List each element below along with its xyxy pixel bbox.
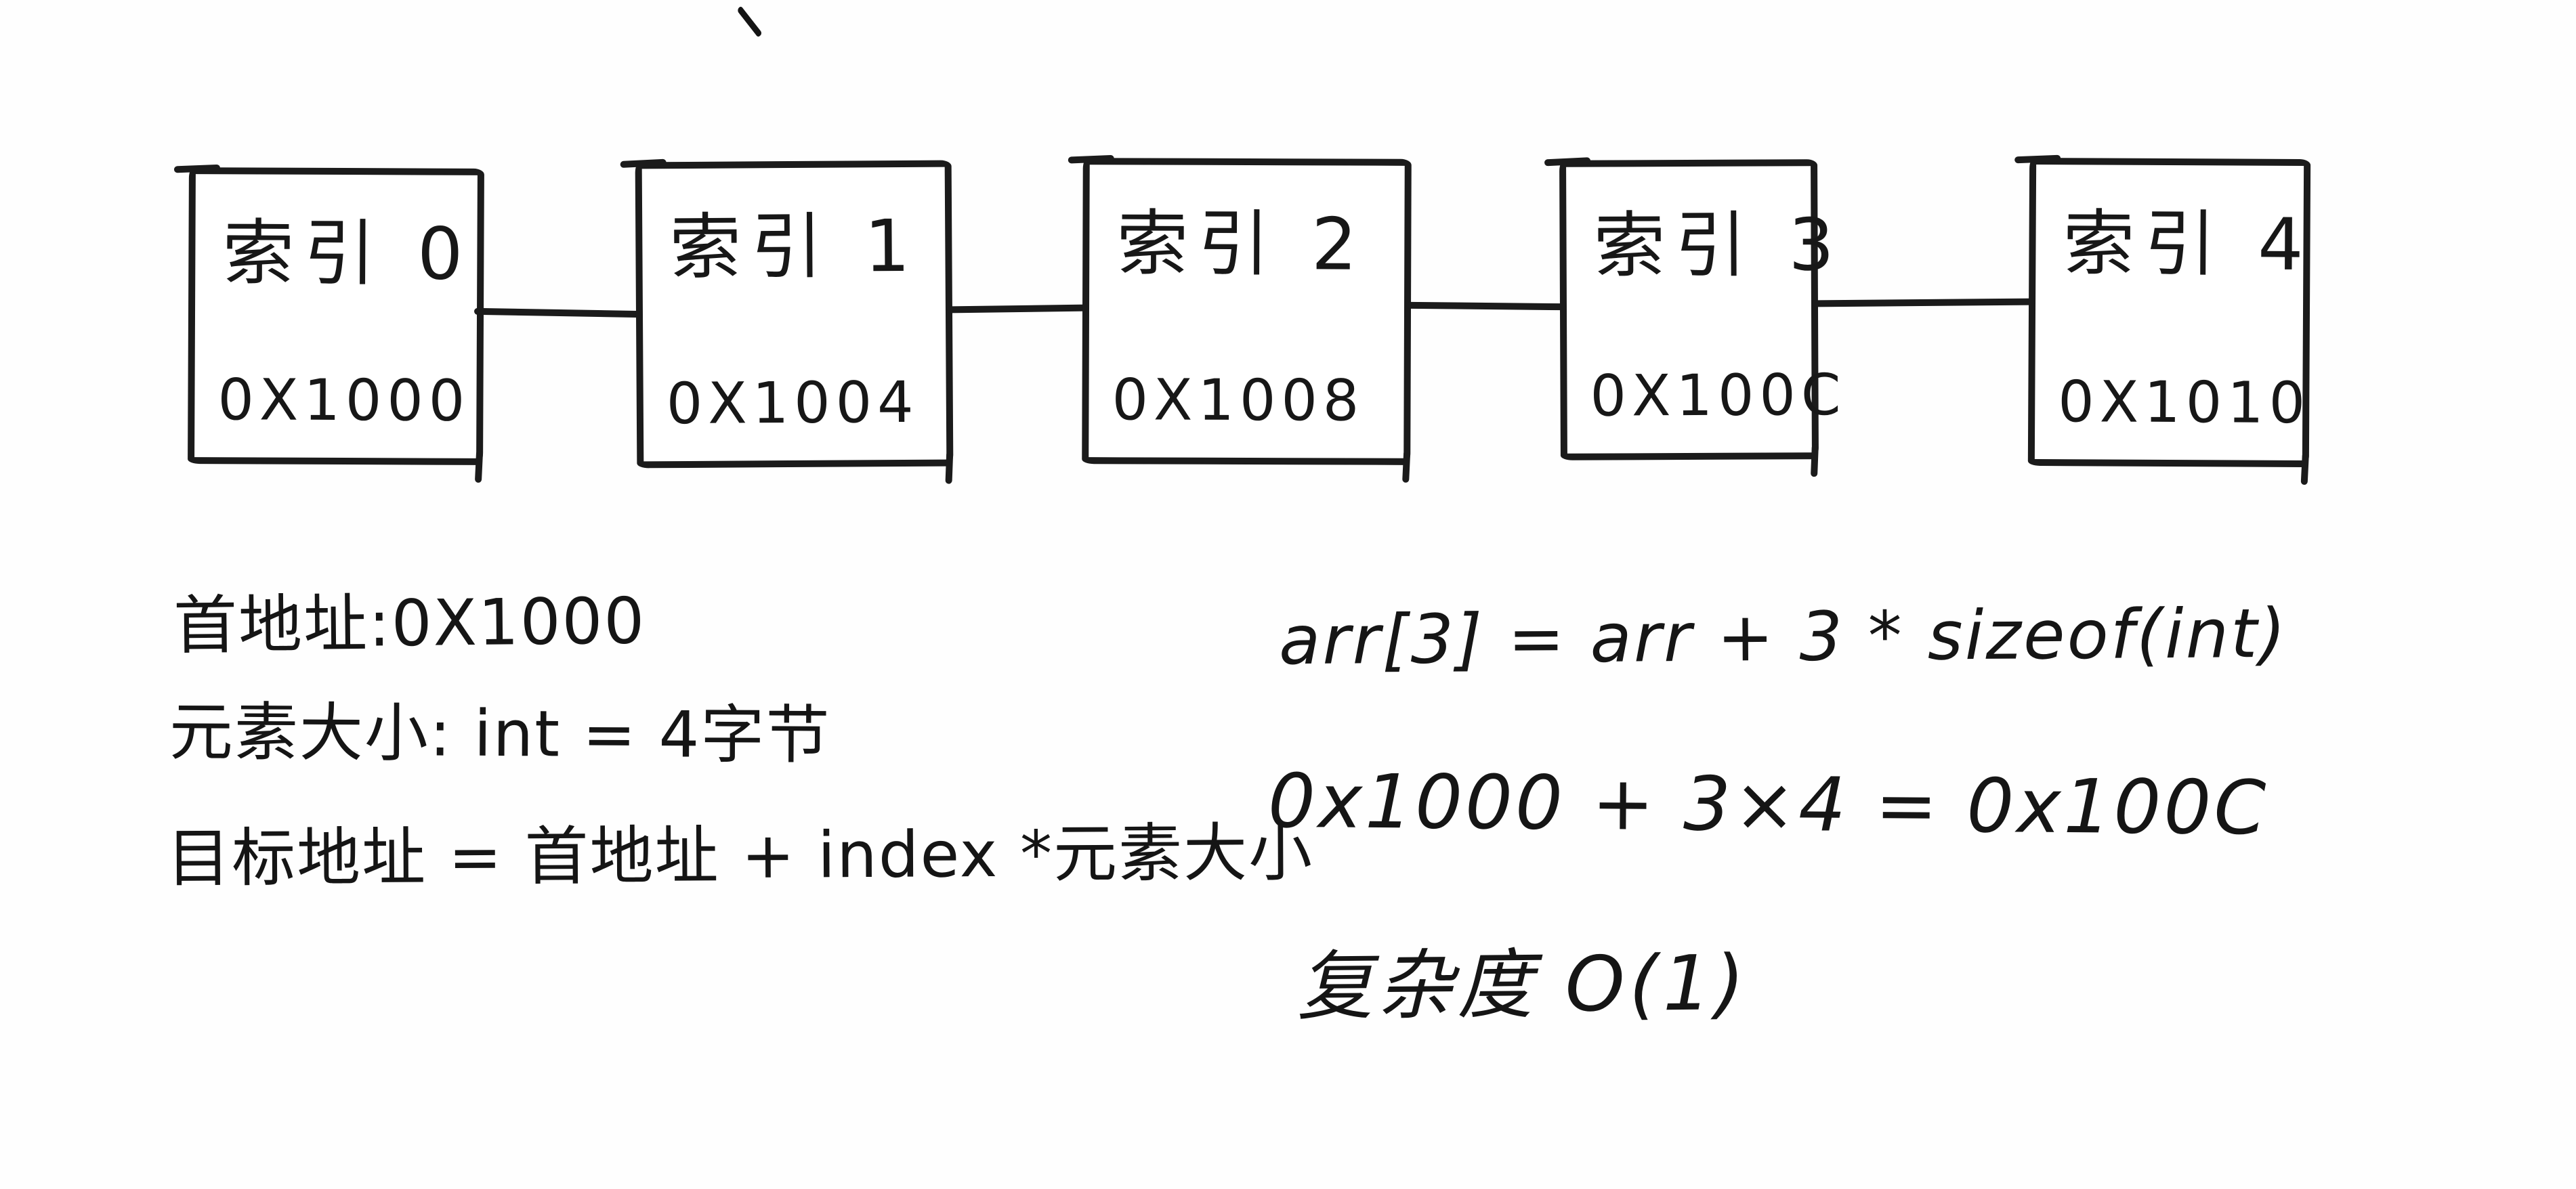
- cell-address-value: 0X1010: [2058, 368, 2311, 437]
- connector-line-1: [946, 304, 1090, 314]
- cell-address-value: 0X100C: [1590, 361, 1846, 429]
- array-cell-0: 索引 0 0X1000: [188, 167, 484, 465]
- formula-complexity: 复杂度 O(1): [1296, 939, 1750, 1031]
- cell-index-label: 索引 1: [669, 204, 920, 290]
- connector-line-3: [1812, 298, 2035, 307]
- formula-hex-result: 0x1000 + 3×4 = 0x100C: [1267, 757, 2269, 852]
- cell-index-label: 索引 2: [1116, 202, 1367, 286]
- cell-index-label: 索引 4: [2063, 202, 2313, 287]
- formula-arr-index: arr[3] = arr + 3 * sizeof(int): [1278, 593, 2288, 680]
- connector-line-0: [473, 307, 644, 318]
- note-base-address: 首地址:0X1000: [173, 584, 646, 664]
- note-target-address: 目标地址 = 首地址 + index *元素大小: [166, 816, 1314, 896]
- array-cell-1: 索引 1 0X1004: [635, 160, 954, 469]
- array-cell-4: 索引 4 0X1010: [2027, 157, 2313, 468]
- cell-index-label: 索引 0: [222, 211, 473, 296]
- cell-address-value: 0X1004: [666, 368, 919, 437]
- array-cell-3: 索引 3 0X100C: [1559, 159, 1846, 460]
- cell-address-value: 0X1000: [217, 366, 471, 434]
- note-element-size: 元素大小: int = 4字节: [169, 695, 831, 773]
- connector-line-2: [1406, 301, 1567, 311]
- cell-index-label: 索引 3: [1593, 203, 1844, 288]
- cell-address-value: 0X1008: [1112, 366, 1365, 434]
- array-cell-2: 索引 2 0X1008: [1082, 158, 1412, 465]
- stray-pen-mark: [736, 5, 763, 38]
